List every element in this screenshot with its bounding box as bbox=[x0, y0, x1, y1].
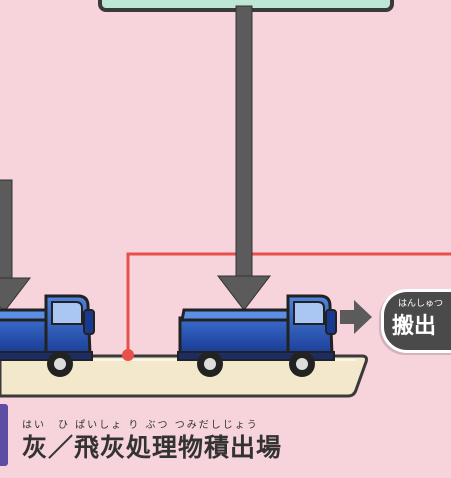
red-route-line bbox=[126, 252, 451, 354]
caption-tab bbox=[0, 404, 8, 466]
outbound-ruby: はんしゅつ bbox=[398, 299, 444, 309]
caption-title: 灰／飛灰処理物積出場 bbox=[22, 433, 283, 462]
red-route-dot bbox=[122, 349, 134, 361]
outbound-label: 搬出 bbox=[392, 314, 437, 339]
down-arrow-icon bbox=[0, 179, 32, 313]
down-arrow-icon bbox=[216, 5, 272, 311]
caption-ruby: はい ひ ぱいしょ り ぶつ つみだしじょう bbox=[22, 420, 259, 431]
loading-platform bbox=[0, 354, 368, 398]
right-arrow-icon bbox=[340, 300, 372, 334]
outbound-badge bbox=[381, 289, 451, 353]
